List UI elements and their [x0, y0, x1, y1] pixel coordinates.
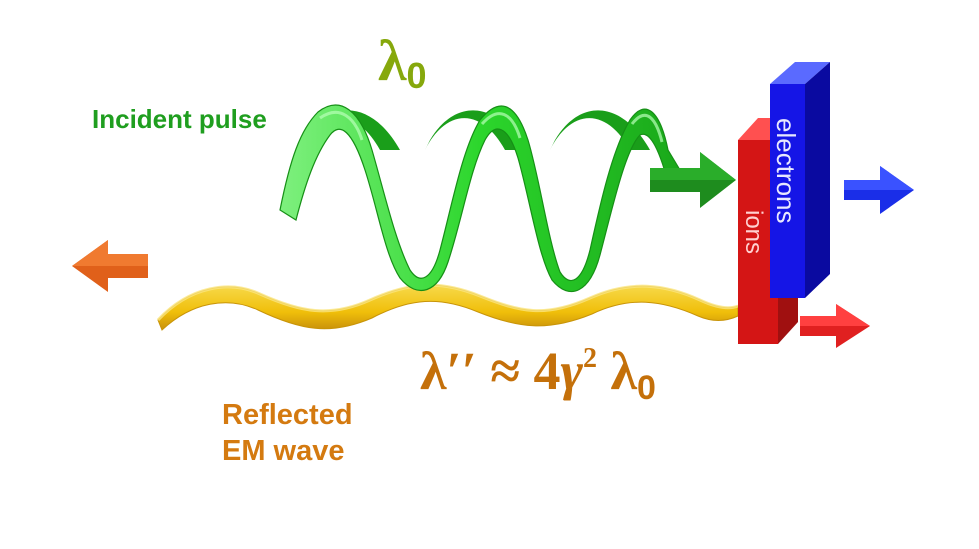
lambda-symbol: λ — [378, 28, 407, 93]
electrons-label: electrons — [771, 118, 801, 224]
reflected-wavelength-formula: λ′′ ≈ 4γ2 λ0 — [420, 344, 656, 405]
formula-subscript: 0 — [637, 369, 656, 407]
formula-gamma: γ — [560, 341, 584, 401]
arrow-incident — [650, 152, 736, 208]
ions-label: ions — [740, 210, 767, 254]
reflected-label-line2: EM wave — [222, 434, 345, 467]
incident-wave — [279, 104, 681, 292]
formula-lhs: λ′′ ≈ 4 — [420, 341, 561, 401]
formula-lambda: λ — [597, 341, 638, 401]
formula-power: 2 — [583, 343, 598, 374]
arrow-ions — [800, 304, 870, 348]
arrow-electrons — [844, 166, 914, 214]
incident-pulse-label: Incident pulse — [92, 104, 267, 134]
reflected-label-line1: Reflected — [222, 399, 353, 431]
incident-wavelength-label: λ0 — [378, 32, 427, 94]
lambda-subscript: 0 — [406, 55, 427, 96]
reflected-wave — [156, 283, 739, 331]
reflected-wave-label: Reflected EM wave — [222, 398, 353, 470]
arrow-reflected — [72, 240, 148, 292]
electrons-slab: electrons — [770, 62, 830, 298]
